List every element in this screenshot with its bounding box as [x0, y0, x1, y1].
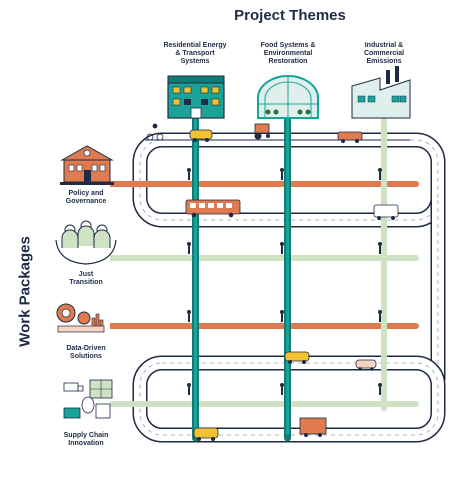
theme-lines	[192, 118, 387, 442]
pickup-truck-icon	[337, 131, 363, 143]
data-charts-icon	[56, 303, 105, 333]
theme-label-residential: Residential Energy & Transport Systems	[163, 42, 227, 65]
wp-label-just-transition: Just Transition	[69, 271, 103, 286]
delivery-van-icon	[373, 204, 399, 220]
wp-label-policy: Policy and Governance	[65, 190, 107, 205]
car-icon	[355, 359, 377, 371]
theme-label-food: Food Systems & Environmental Restoration	[260, 42, 316, 65]
supply-chain-icon	[63, 379, 113, 419]
pedestrian-icons	[187, 168, 382, 395]
greenhouse-icon	[257, 75, 319, 119]
town-hall-icon	[60, 145, 114, 185]
theme-label-industrial: Industrial & Commercial Emissions	[363, 42, 405, 65]
factory-icon	[351, 66, 411, 119]
car-icon	[189, 129, 213, 142]
vehicles-and-people	[146, 123, 399, 441]
tractor-icon	[254, 123, 270, 140]
diagram-title: Project Themes	[234, 7, 346, 24]
community-hands-icon	[55, 220, 117, 265]
theme-line-industrial	[381, 118, 387, 408]
car-icon	[284, 351, 310, 364]
bus-icon	[185, 199, 241, 218]
wp-label-supply-chain: Supply Chain Innovation	[63, 432, 109, 447]
wp-label-data-driven: Data-Driven Solutions	[66, 345, 106, 360]
side-axis-label: Work Packages	[16, 236, 34, 347]
work-package-lines	[110, 181, 419, 407]
car-icon	[193, 427, 219, 441]
cyclist-icon	[146, 123, 164, 141]
truck-icon	[299, 417, 327, 437]
apartment-building-icon	[167, 75, 225, 119]
